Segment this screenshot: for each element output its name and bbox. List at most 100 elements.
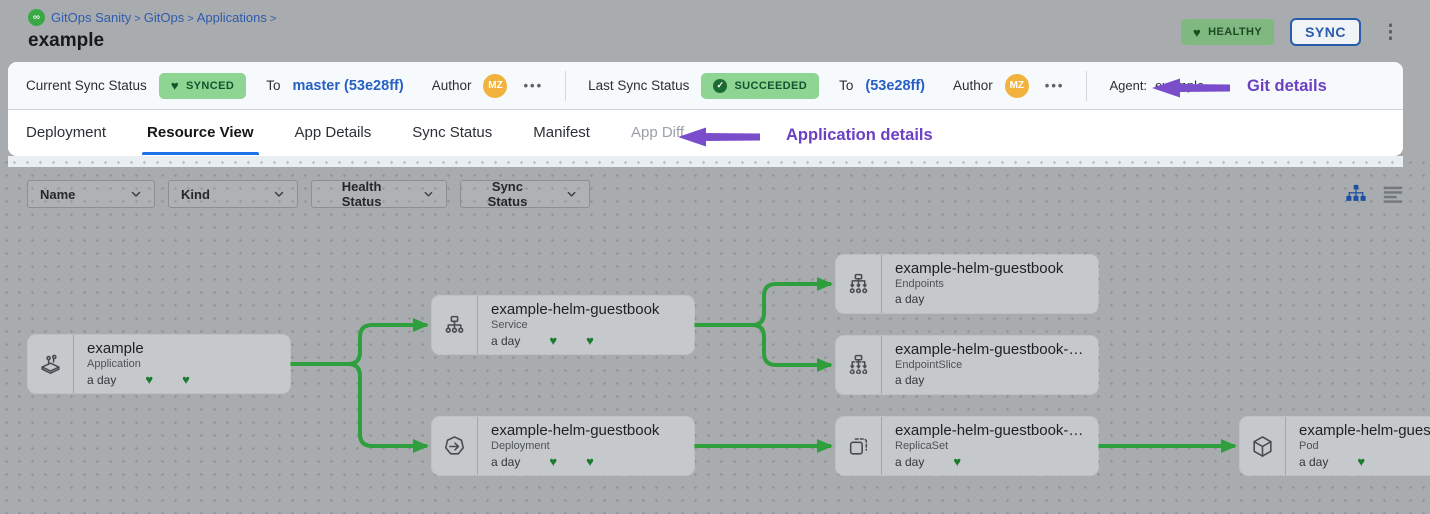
tab-deployment[interactable]: Deployment — [26, 124, 107, 141]
node-kind: Service — [491, 319, 528, 331]
node-kind: Deployment — [491, 440, 550, 452]
node-age: a day — [895, 454, 925, 469]
tab-app-diff[interactable]: App Diff — [630, 124, 685, 141]
more-options-icon[interactable]: ••• — [523, 78, 544, 93]
gitops-logo-icon: ∞ — [28, 9, 45, 26]
node-body: example-helm-guestbook-74...ReplicaSet a … — [882, 417, 1098, 475]
node-age: a day — [491, 454, 521, 469]
node-title: example-helm-guestbook — [491, 422, 660, 439]
filter-kind[interactable]: Kind — [168, 180, 298, 208]
breadcrumb-link[interactable]: Applications — [196, 10, 267, 25]
view-toggles — [1345, 183, 1404, 205]
agent-label: Agent: — [1109, 78, 1148, 93]
heart-icon: ♥ — [1357, 454, 1366, 469]
git-details-arrow-icon — [1152, 77, 1230, 104]
application-details-arrow-icon — [678, 126, 760, 153]
node-kind: ReplicaSet — [895, 440, 949, 452]
application-details-annotation: Application details — [786, 126, 933, 144]
sync-button[interactable]: SYNC — [1290, 18, 1361, 46]
divider — [1086, 70, 1088, 101]
tree-view-icon[interactable] — [1345, 183, 1367, 205]
synced-badge-label: SYNCED — [185, 79, 235, 92]
current-commit-link[interactable]: master (53e28ff) — [292, 77, 404, 94]
pod-icon — [1240, 417, 1286, 475]
breadcrumb-separator: > — [184, 13, 197, 25]
node-title: example-helm-guestbook-ct... — [895, 341, 1088, 358]
author-label: Author — [431, 78, 472, 93]
service-icon — [432, 296, 478, 354]
node-age: a day — [895, 292, 925, 306]
deployment-icon — [432, 417, 478, 475]
node-age: a day — [895, 373, 925, 387]
node-age: a day — [1299, 454, 1329, 469]
git-details-annotation: Git details — [1247, 77, 1327, 95]
filter-label: Kind — [181, 186, 210, 202]
breadcrumb-link[interactable]: GitOps Sanity — [51, 10, 132, 25]
chevron-down-icon — [131, 191, 141, 197]
heart-icon: ♥ — [170, 78, 179, 93]
tab-resource-view[interactable]: Resource View — [142, 110, 259, 155]
heart-icon: ♥ — [182, 372, 190, 387]
succeeded-badge: ✓ SUCCEEDED — [701, 72, 820, 99]
node-body: example-helm-guestbook-ct...EndpointSlic… — [882, 336, 1098, 394]
breadcrumb-separator: > — [131, 13, 144, 25]
kebab-menu-icon[interactable]: ⋮ — [1381, 21, 1400, 43]
node-title: example-helm-guestbook — [895, 260, 1064, 277]
tab-sync-status[interactable]: Sync Status — [412, 124, 493, 141]
endpointslice-icon — [836, 336, 882, 394]
tab-app-details[interactable]: App Details — [294, 124, 372, 141]
heart-icon: ♥ — [586, 454, 594, 469]
application-icon — [28, 335, 74, 393]
replicaset-icon — [836, 417, 882, 475]
node-title: example — [87, 340, 144, 357]
synced-badge: ♥ SYNCED — [158, 72, 247, 99]
author-label: Author — [953, 78, 993, 93]
filter-health-status[interactable]: Health Status — [311, 179, 447, 209]
node-kind: EndpointSlice — [895, 359, 963, 371]
filter-bar: Name Kind Health Status Sync Status — [27, 179, 590, 209]
author-avatar[interactable]: MZ — [483, 73, 508, 98]
chevron-down-icon — [567, 191, 576, 197]
chevron-down-icon — [424, 191, 433, 197]
filter-label: Health Status — [341, 179, 382, 209]
more-options-icon[interactable]: ••• — [1044, 78, 1065, 93]
node-age: a day — [491, 333, 521, 348]
filter-name[interactable]: Name — [27, 180, 155, 208]
node-kind: Pod — [1299, 440, 1319, 452]
page-title: example — [28, 30, 105, 51]
top-header: ∞ GitOps Sanity > GitOps > Applications … — [0, 0, 1430, 62]
resource-node-replicaset[interactable]: example-helm-guestbook-74...ReplicaSet a … — [836, 417, 1098, 475]
node-title: example-helm-guestbook — [491, 301, 660, 318]
node-title: example-helm-guestbook-74... — [895, 422, 1088, 439]
endpoints-icon — [836, 255, 882, 313]
tab-manifest[interactable]: Manifest — [533, 124, 590, 141]
last-sync-status-label: Last Sync Status — [588, 78, 690, 93]
last-commit-link[interactable]: (53e28ff) — [865, 77, 926, 94]
breadcrumb-separator: > — [266, 13, 277, 25]
heart-icon: ♥ — [549, 333, 558, 348]
chevron-down-icon — [274, 191, 284, 197]
breadcrumb-link[interactable]: GitOps — [143, 10, 185, 25]
filter-sync-status[interactable]: Sync Status — [460, 179, 590, 209]
health-badge-label: HEALTHY — [1208, 26, 1263, 38]
filter-label: Name — [40, 186, 76, 202]
canvas-top-strip — [8, 156, 1403, 167]
current-sync-status-label: Current Sync Status — [26, 78, 147, 93]
to-label: To — [839, 78, 854, 93]
node-kind: Endpoints — [895, 278, 944, 290]
author-avatar[interactable]: MZ — [1004, 73, 1029, 98]
heart-icon: ♥ — [549, 454, 558, 469]
filter-label: Sync Status — [487, 179, 528, 209]
resource-node-endpointslice[interactable]: example-helm-guestbook-ct...EndpointSlic… — [836, 336, 1098, 394]
heart-icon: ♥ — [1193, 24, 1202, 40]
list-view-icon[interactable] — [1382, 183, 1404, 205]
